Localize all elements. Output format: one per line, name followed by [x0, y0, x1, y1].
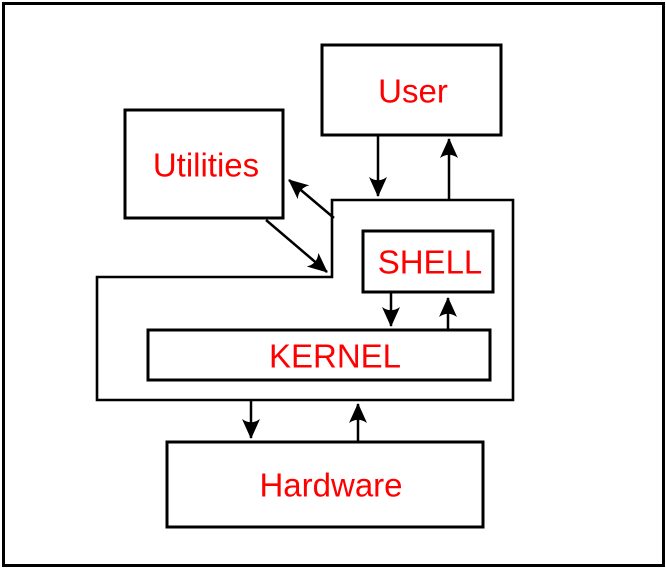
shell-kernel-container-shape — [95, 198, 515, 402]
node-shell-box — [361, 229, 495, 294]
node-user-label: User — [378, 73, 448, 110]
node-user-box — [320, 43, 503, 137]
arrow-utilities-to-container — [265, 219, 328, 273]
node-hardware-box — [165, 440, 485, 529]
node-kernel-box — [146, 328, 492, 382]
node-hardware-label: Hardware — [259, 467, 402, 504]
node-kernel-label: KERNEL — [269, 338, 401, 375]
node-utilities-box — [123, 108, 285, 220]
node-utilities-label: Utilities — [153, 147, 259, 184]
node-shell-label: SHELL — [378, 244, 483, 281]
arrow-container-to-utilities — [288, 179, 335, 219]
